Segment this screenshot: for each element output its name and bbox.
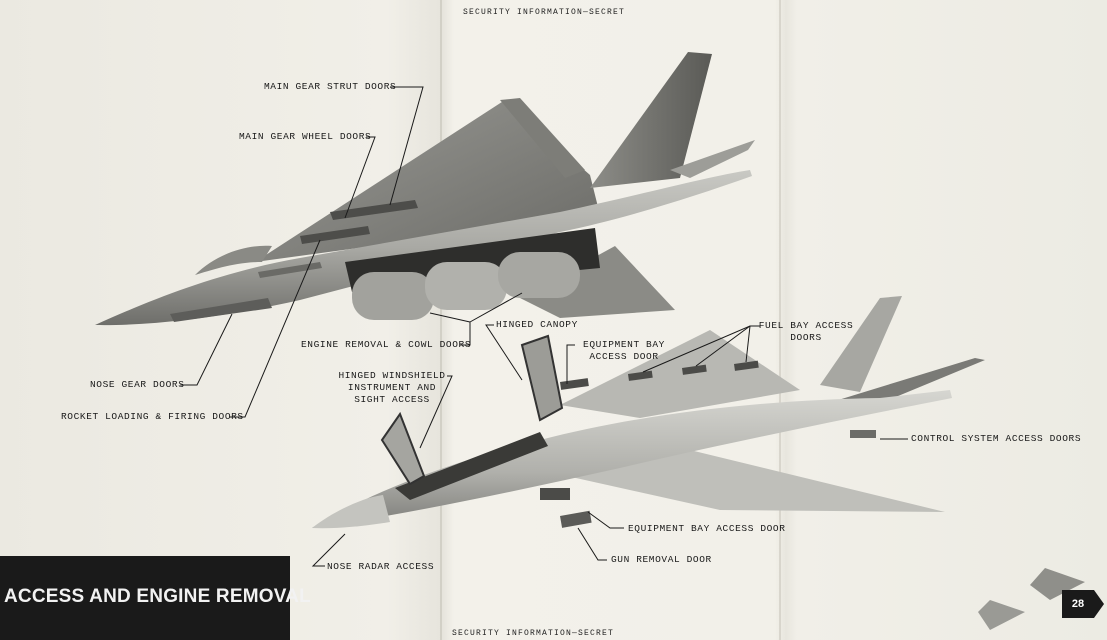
label-windshield-line3: SIGHT ACCESS	[354, 394, 430, 405]
page-title: ACCESS AND ENGINE REMOVAL	[4, 586, 311, 607]
lower-fin	[820, 296, 902, 392]
mini-aircraft-icons	[978, 568, 1104, 630]
fuel-door-1	[627, 370, 653, 381]
leader-lines	[180, 86, 908, 567]
label-rocket-loading-firing-doors: ROCKET LOADING & FIRING DOORS	[61, 411, 244, 422]
lower-aircraft	[312, 296, 985, 529]
security-marking-bottom: SECURITY INFORMATION—SECRET	[452, 629, 615, 638]
upper-aileron	[500, 98, 585, 178]
rocket-door	[258, 262, 322, 278]
fuel-door-3	[734, 360, 759, 371]
label-hinged-windshield: HINGED WINDSHIELD INSTRUMENT AND SIGHT A…	[336, 370, 448, 406]
nose-radar-cone	[312, 495, 390, 529]
label-hinged-canopy: HINGED CANOPY	[496, 319, 578, 330]
upper-wing-right	[520, 246, 675, 318]
page-fold-right	[779, 0, 781, 640]
label-windshield-line2: INSTRUMENT AND	[347, 382, 437, 393]
lower-wing-bottom	[540, 450, 945, 512]
page-fold-left	[440, 0, 442, 640]
label-equipment-bay-line2: ACCESS DOOR	[589, 351, 659, 362]
label-windshield-line1: HINGED WINDSHIELD	[338, 370, 446, 381]
page-number: 28	[1071, 598, 1085, 610]
label-fuel-bay-access-doors: FUEL BAY ACCESS DOORS	[758, 320, 854, 344]
main-gear-wheel-door	[300, 226, 370, 244]
lower-wing-top	[560, 330, 800, 418]
label-equipment-bay-access-door-bottom: EQUIPMENT BAY ACCESS DOOR	[628, 523, 786, 534]
gun-removal-door	[559, 510, 592, 528]
cowl-door-1	[352, 272, 434, 320]
upper-fuselage	[95, 170, 752, 326]
nose-gear-door	[170, 298, 272, 322]
main-gear-strut-door	[330, 200, 418, 220]
mini-aircraft-icon-1	[1030, 568, 1085, 600]
label-gun-removal-door: GUN REMOVAL DOOR	[611, 554, 712, 565]
page-number-badge	[1062, 590, 1104, 618]
label-fuel-bay-line1: FUEL BAY ACCESS	[758, 320, 854, 331]
upper-fin	[590, 52, 712, 188]
equipment-bay-door-top	[559, 378, 589, 390]
label-main-gear-wheel-doors: MAIN GEAR WHEEL DOORS	[239, 131, 372, 142]
control-system-door	[850, 430, 876, 438]
security-marking-top: SECURITY INFORMATION—SECRET	[463, 8, 626, 17]
label-fuel-bay-line2: DOORS	[790, 332, 822, 343]
label-equipment-bay-access-door-top: EQUIPMENT BAY ACCESS DOOR	[578, 339, 670, 363]
upper-tail	[670, 140, 755, 178]
label-control-system-access-doors: CONTROL SYSTEM ACCESS DOORS	[911, 433, 1082, 444]
cockpit-opening	[395, 432, 548, 500]
label-nose-gear-doors: NOSE GEAR DOORS	[90, 379, 185, 390]
equipment-bay-door-bottom	[540, 488, 570, 500]
title-banner: ACCESS AND ENGINE REMOVAL	[0, 556, 311, 640]
label-engine-removal-cowl-doors: ENGINE REMOVAL & COWL DOORS	[301, 339, 472, 350]
cowl-door-2	[425, 262, 507, 310]
label-equipment-bay-line1: EQUIPMENT BAY	[583, 339, 665, 350]
upper-canopy	[195, 245, 272, 275]
hinged-canopy	[520, 334, 564, 422]
cowl-door-3	[498, 252, 580, 298]
upper-aircraft	[95, 52, 755, 326]
lower-fuselage	[312, 390, 952, 528]
mini-aircraft-icon-2	[978, 600, 1025, 630]
label-nose-radar-access: NOSE RADAR ACCESS	[327, 561, 435, 572]
fuel-door-2	[682, 364, 707, 375]
label-main-gear-strut-doors: MAIN GEAR STRUT DOORS	[264, 81, 397, 92]
hinged-windshield	[380, 411, 426, 486]
